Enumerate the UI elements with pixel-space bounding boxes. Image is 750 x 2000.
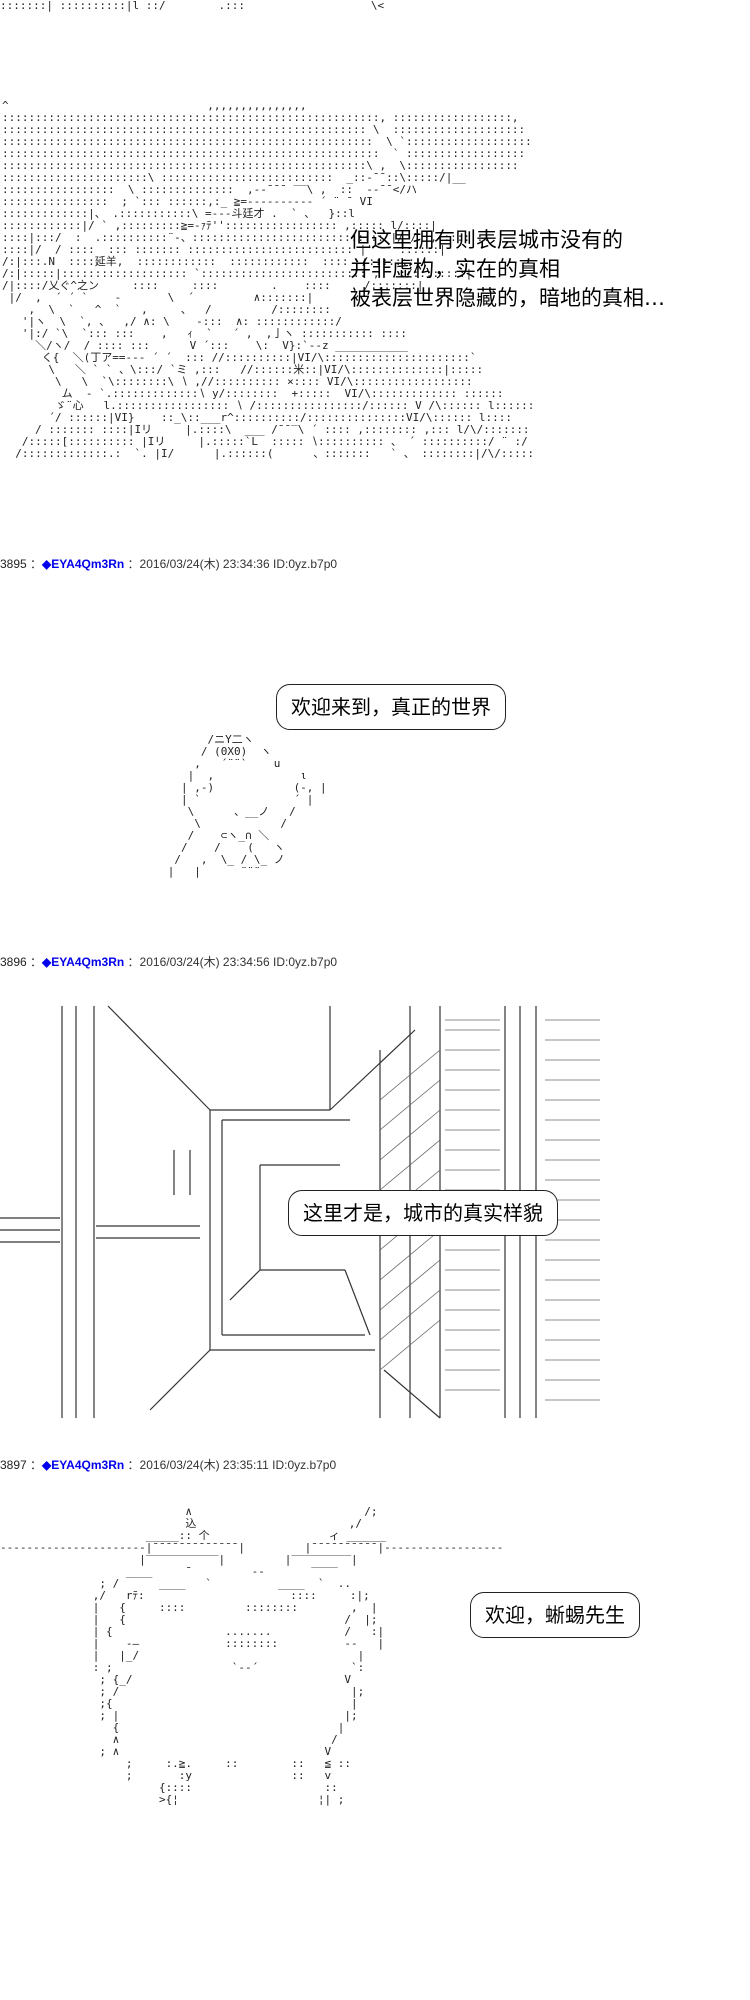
caption-line-1: 但这里拥有则表层城市没有的 — [350, 228, 623, 252]
ascii-art-surprised-character: /ニY二ヽ / (0X0) ヽ , ´¨¨` u | , ι | ,-) (-,… — [167, 733, 327, 878]
speech-bubble: 欢迎，蜥蜴先生 — [470, 1592, 640, 1638]
post-header: 3896 ：◆EYA4Qm3Rn ：2016/03/24(木) 23:34:56… — [0, 955, 338, 969]
speech-bubble: 欢迎来到，真正的世界 — [276, 684, 506, 730]
speech-bubble: 这里才是，城市的真实样貌 — [288, 1190, 558, 1236]
poster-name[interactable]: ◆EYA4Qm3Rn — [42, 557, 125, 571]
post-id: ID:0yz.b7p0 — [272, 1458, 337, 1472]
speech-text: 这里才是，城市的真实样貌 — [303, 1201, 543, 1225]
caption-line-2: 并非虚构，实在的真相 — [350, 257, 560, 281]
post-date: 2016/03/24(木) 23:35:11 — [139, 1458, 269, 1472]
ascii-art-masked-figure: ∧ /; 込 ,/ _____:: 个 ィ ______ ‐‐‐‐‐‐‐‐‐‐‐… — [0, 1505, 504, 1806]
post-number: 3896 — [0, 955, 27, 969]
ascii-art-crowd-figure: ^ ,,,,,,,,,,,,,,, ::::::::::::::::::::::… — [2, 99, 535, 460]
panel-3: 这里才是，城市的真实样貌 — [0, 990, 750, 1430]
post-date: 2016/03/24(木) 23:34:56 — [139, 955, 270, 969]
panel-4: ∧ /; 込 ,/ _____:: 个 ィ ______ ‐‐‐‐‐‐‐‐‐‐‐… — [0, 1500, 750, 2000]
post-date: 2016/03/24(木) 23:34:36 — [139, 557, 270, 571]
poster-name[interactable]: ◆EYA4Qm3Rn — [42, 1458, 125, 1472]
speech-text: 欢迎来到，真正的世界 — [291, 695, 491, 719]
narration-caption: 但这里拥有则表层城市没有的 并非虚构，实在的真相 被表层世界隐藏的，暗地的真相… — [350, 226, 665, 313]
post-header: 3897 ：◆EYA4Qm3Rn ：2016/03/24(木) 23:35:11… — [0, 1458, 337, 1472]
post-header: 3895 ：◆EYA4Qm3Rn ：2016/03/24(木) 23:34:36… — [0, 557, 338, 571]
post-number: 3897 — [0, 1458, 27, 1472]
speech-text: 欢迎，蜥蜴先生 — [485, 1603, 625, 1627]
caption-line-3: 被表层世界隐藏的，暗地的真相… — [350, 286, 665, 310]
ascii-art-figure-top: :::::::| ::::::::::|l ::/ .::: \< — [0, 0, 385, 12]
post-id: ID:0yz.b7p0 — [273, 557, 338, 571]
poster-name[interactable]: ◆EYA4Qm3Rn — [42, 955, 125, 969]
panel-2: 欢迎来到，真正的世界 /ニY二ヽ / (0X0) ヽ , ´¨¨` u | , … — [0, 660, 750, 920]
post-id: ID:0yz.b7p0 — [273, 955, 338, 969]
post-number: 3895 — [0, 557, 27, 571]
panel-1: :::::::| ::::::::::|l ::/ .::: \< ^ ,,,,… — [0, 0, 750, 520]
